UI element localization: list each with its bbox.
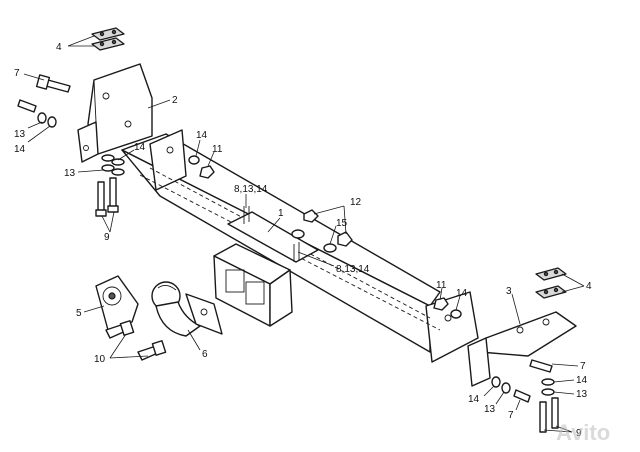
crossbar-mount-plate [227,206,319,263]
callout-8-13-14-top: 8,13,14 [234,184,268,195]
callout-8-13-14-bottom: 8,13,14 [336,264,370,275]
callout-10: 10 [94,354,106,365]
callout-1: 1 [278,208,284,219]
callout-4-right: 4 [586,281,592,292]
callout-13-right: 13 [576,389,588,400]
tow-ball [151,281,223,337]
callout-7-top: 7 [14,68,20,79]
leader-lines [23,35,585,433]
callout-3: 3 [506,286,512,297]
vertical-bolts-left [95,177,119,217]
spacer-plates-right [535,267,567,299]
callout-labels: 4 7 2 13 14 13 14 14 11 9 8,13,14 1 12 1… [14,42,592,439]
callout-15: 15 [336,218,348,229]
center-mount-block [213,243,293,327]
callout-14-lower: 14 [456,288,468,299]
callout-11-upper: 11 [212,144,223,155]
callout-14-bottom: 14 [468,394,480,405]
callout-9-left: 9 [104,232,110,243]
callout-7-bottom: 7 [508,410,514,421]
left-side-bracket [77,63,153,163]
watermark-logo: Avito [556,420,610,445]
hardware-right [491,359,559,433]
callout-14-upper: 14 [196,130,208,141]
right-side-bracket [467,311,577,387]
callout-4-top: 4 [56,42,62,53]
nut-washer-lower [433,297,462,319]
callout-12: 12 [350,197,362,208]
spacer-plates-top [91,27,125,51]
socket-plate [95,275,139,331]
callout-11-lower: 11 [436,280,447,291]
callout-7-right: 7 [580,361,586,372]
bolt-left [17,99,57,128]
callout-14-mid: 14 [134,142,146,153]
nut-washer-upper [188,155,215,179]
callout-13-left2: 13 [64,168,76,179]
callout-13-left: 13 [14,129,26,140]
callout-6: 6 [202,349,208,360]
callout-2: 2 [172,95,178,106]
callout-13-bottom: 13 [484,404,496,415]
nuts-washers-center [291,209,353,253]
bolt-top-left [35,74,71,93]
bolts-ball [105,320,167,361]
callout-14-left: 14 [14,144,26,155]
callout-5: 5 [76,308,82,319]
callout-9-right: 9 [576,428,582,439]
callout-14-right: 14 [576,375,588,386]
washers-left [101,154,125,176]
